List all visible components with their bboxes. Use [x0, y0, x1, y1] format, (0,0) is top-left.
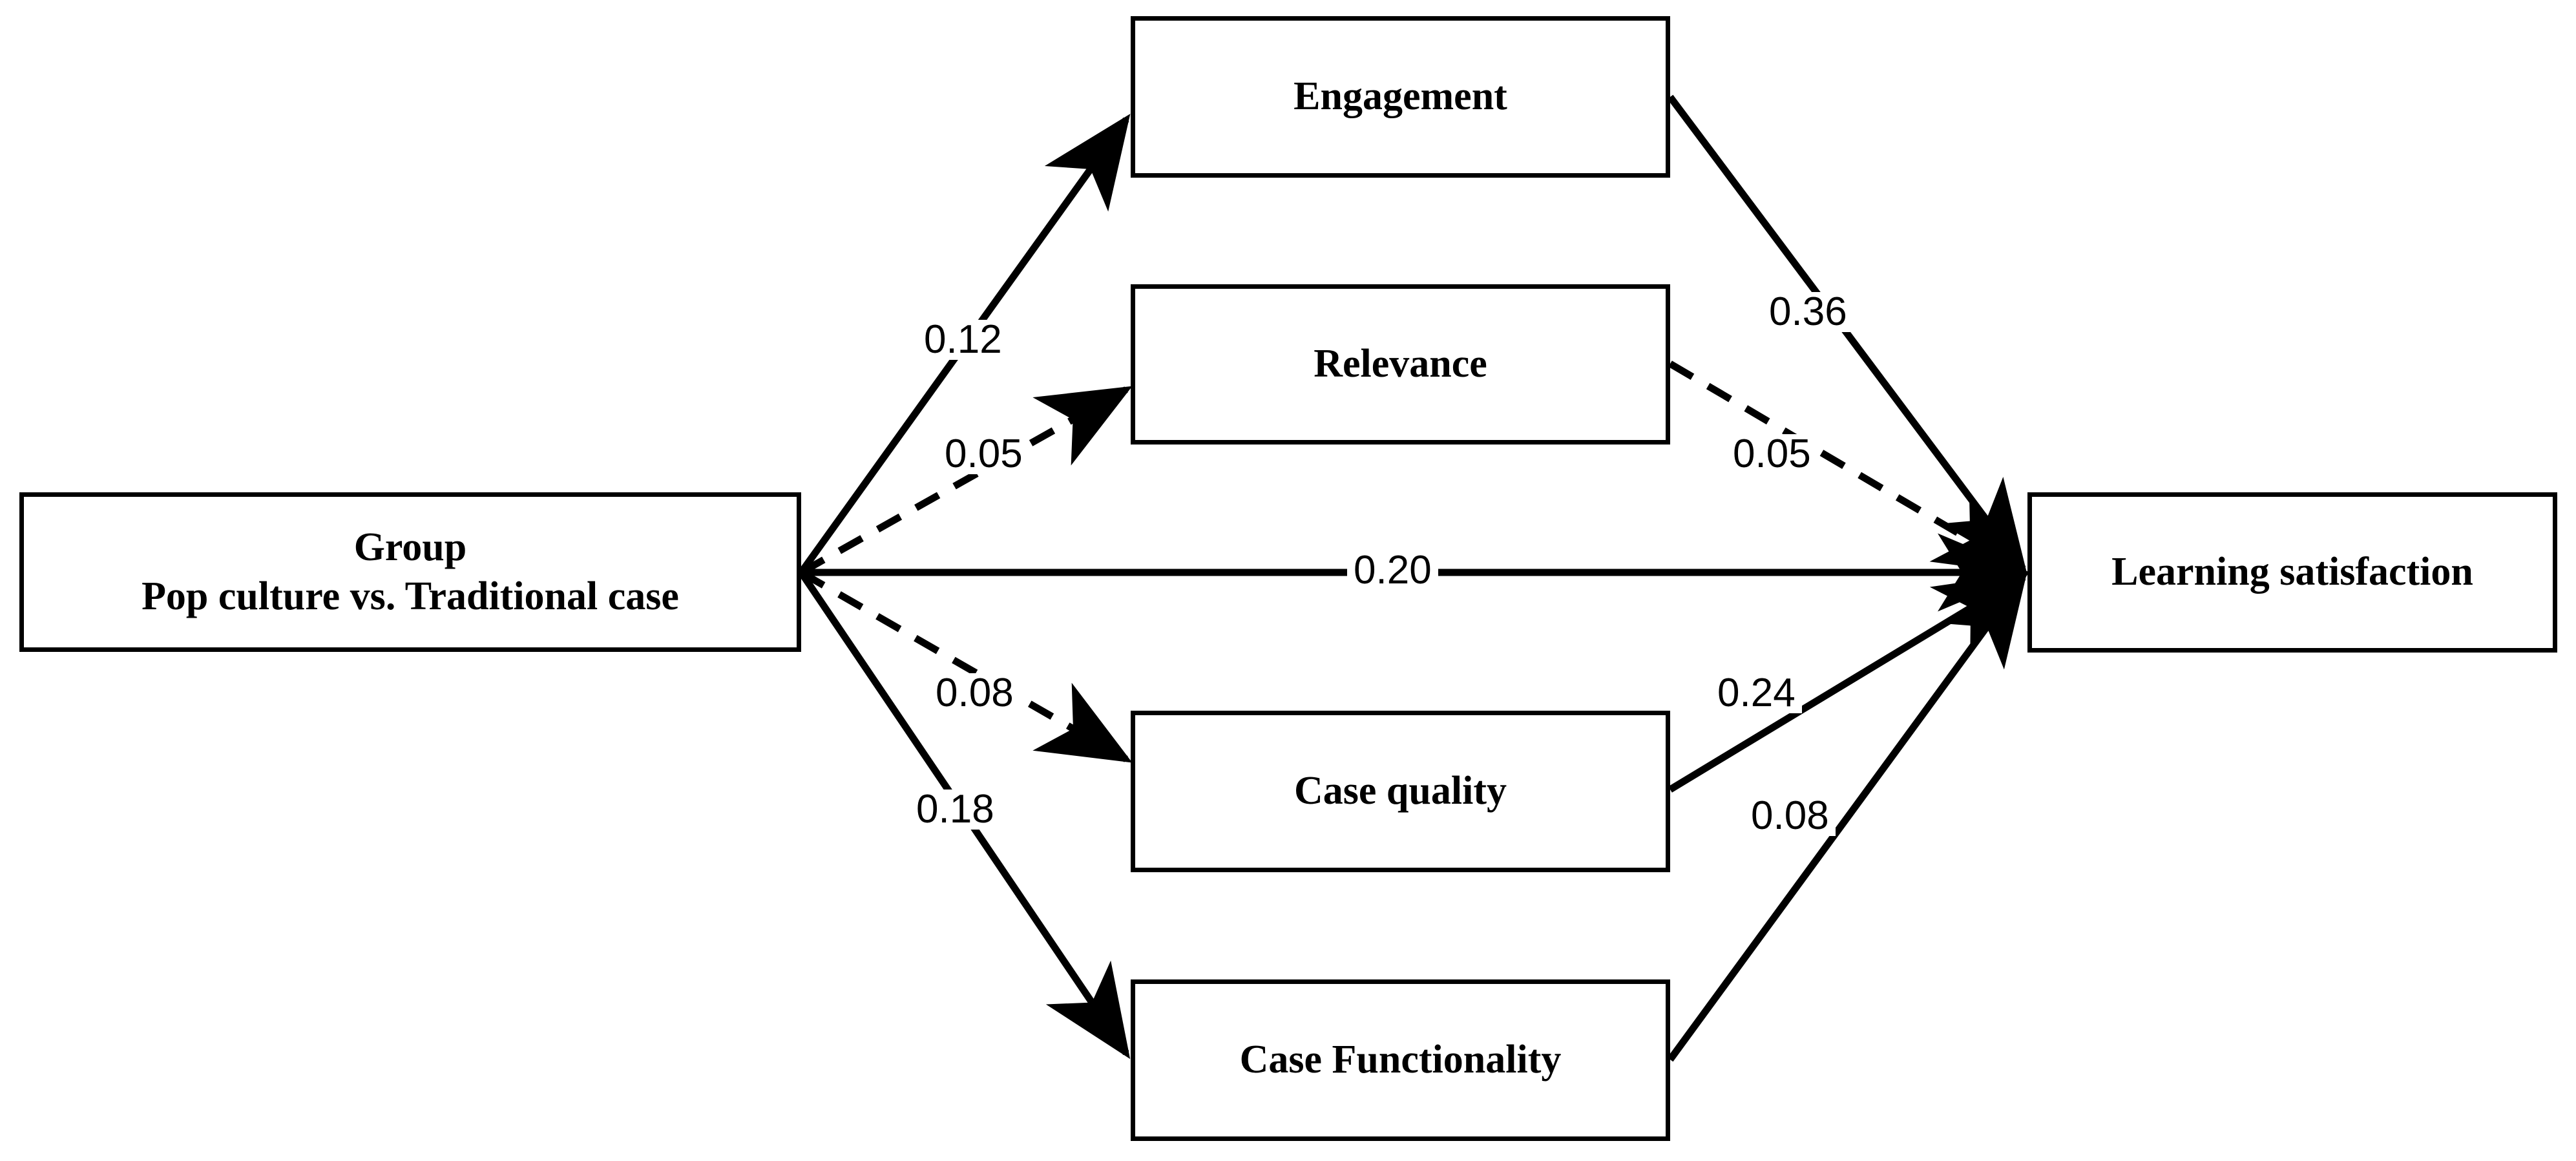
edge-group-to-relevance: [799, 386, 1133, 576]
edge-label-case-functionality-to-learning: 0.08: [1744, 796, 1836, 836]
edge-label-engagement-to-learning: 0.36: [1763, 292, 1854, 332]
edge-relevance-to-learning: [1668, 361, 2029, 575]
edge-label-group-to-relevance: 0.05: [938, 434, 1029, 474]
node-group[interactable]: Group Pop culture vs. Traditional case: [19, 492, 801, 652]
node-relevance[interactable]: Relevance: [1131, 284, 1670, 445]
node-engagement[interactable]: Engagement: [1131, 16, 1670, 178]
edge-group-to-case-quality: [799, 569, 1133, 763]
node-case-quality[interactable]: Case quality: [1131, 711, 1670, 872]
node-group-label: Group Pop culture vs. Traditional case: [141, 525, 679, 618]
edge-label-group-to-case-quality: 0.08: [929, 673, 1020, 713]
edge-label-group-to-case-functionality: 0.18: [910, 790, 1001, 830]
edge-label-case-quality-to-learning: 0.24: [1711, 673, 1802, 713]
node-case-functionality-label: Case Functionality: [1239, 1038, 1562, 1082]
node-case-quality-label: Case quality: [1294, 769, 1507, 813]
node-case-functionality[interactable]: Case Functionality: [1131, 979, 1670, 1141]
node-relevance-label: Relevance: [1314, 342, 1487, 386]
node-engagement-label: Engagement: [1293, 74, 1507, 119]
edge-label-group-to-learning-satisfaction: 0.20: [1347, 550, 1438, 591]
edge-case-functionality-to-learning: [1667, 572, 2027, 1062]
edge-label-group-to-engagement: 0.12: [917, 320, 1009, 360]
node-learning-satisfaction[interactable]: Learning satisfaction: [2027, 492, 2557, 653]
edge-engagement-to-learning: [1667, 94, 2027, 574]
node-learning-satisfaction-label: Learning satisfaction: [2111, 550, 2473, 594]
edge-label-relevance-to-learning: 0.05: [1726, 434, 1817, 474]
